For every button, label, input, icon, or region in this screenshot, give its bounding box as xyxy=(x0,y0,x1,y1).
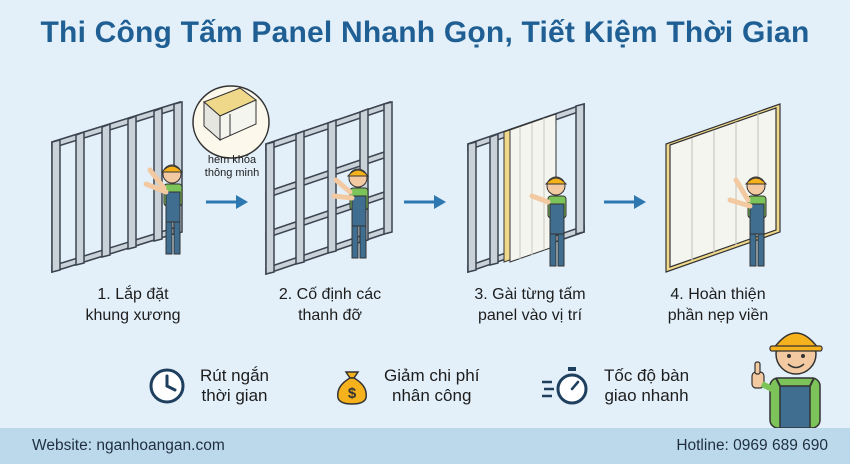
callout-label: hèm khóa thông minh xyxy=(204,154,260,179)
panel xyxy=(503,113,557,263)
clock-icon xyxy=(149,368,185,404)
stopwatch-icon xyxy=(542,367,588,405)
arrow-icon xyxy=(404,195,446,209)
step-2-illustration xyxy=(265,100,393,276)
money-bag-icon: $ xyxy=(337,371,367,405)
benefit-save-time: Rút ngắn thời gian xyxy=(148,366,269,406)
worker xyxy=(529,176,568,267)
website-link[interactable]: Website: nganhoangan.com xyxy=(32,437,225,454)
hotline-text[interactable]: Hotline: 0969 689 690 xyxy=(676,437,828,454)
benefit-fast-delivery: Tốc độ bàn giao nhanh xyxy=(540,366,689,406)
page-title: Thi Công Tấm Panel Nhanh Gọn, Tiết Kiệm … xyxy=(40,16,810,49)
svg-text:$: $ xyxy=(348,385,357,402)
step-4-caption: 4. Hoàn thiện phần nẹp viền xyxy=(667,286,769,324)
step-1-illustration xyxy=(51,100,184,274)
arrow-icon xyxy=(206,195,248,209)
lock-joint-callout xyxy=(192,85,270,159)
worker xyxy=(143,164,184,255)
worker-mascot xyxy=(751,332,823,428)
step-3-caption: 3. Gài từng tấm panel vào vị trí xyxy=(474,286,586,324)
steel-frame xyxy=(51,100,183,274)
step-1-caption: 1. Lắp đặt khung xương xyxy=(85,286,181,324)
arrow-icon xyxy=(604,195,646,209)
worker xyxy=(727,176,768,267)
step-4-illustration xyxy=(665,103,781,273)
step-3-illustration xyxy=(467,102,585,274)
benefit-reduce-cost: $ Giảm chi phí nhân công xyxy=(334,366,479,406)
worker xyxy=(331,168,370,259)
step-2-caption: 2. Cố định các thanh đỡ xyxy=(278,286,382,324)
footer-bar: Website: nganhoangan.com Hotline: 0969 6… xyxy=(0,428,850,464)
